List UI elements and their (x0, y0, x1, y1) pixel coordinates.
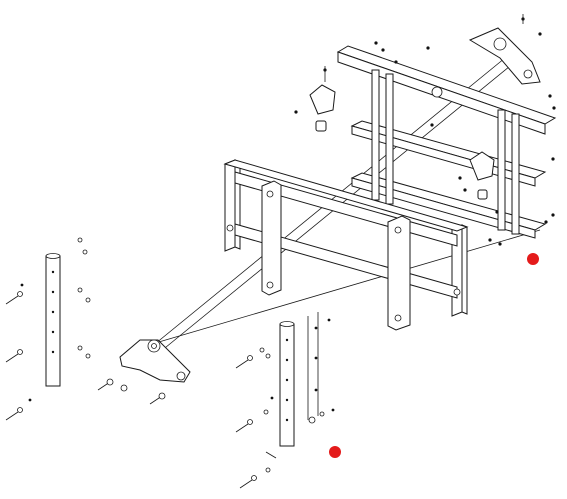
upper-frame (294, 14, 557, 246)
lower-tube-assembly (235, 312, 335, 489)
front-bracket (97, 339, 191, 405)
hotspot-lower-center[interactable] (329, 446, 341, 458)
middle-frame (223, 159, 469, 331)
hotspot-upper-right[interactable] (527, 253, 539, 265)
left-tube-assembly (5, 237, 91, 421)
